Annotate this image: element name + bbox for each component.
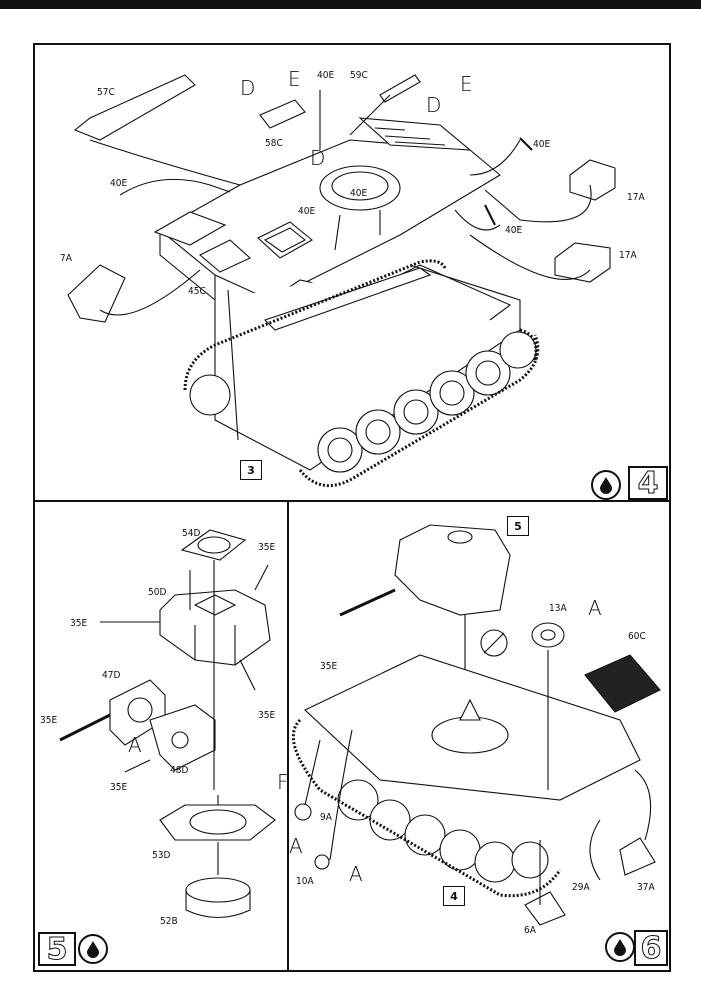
part-label-54d: 54D	[182, 528, 201, 539]
part-label-6a: 6A	[524, 925, 536, 936]
part-label-29a: 29A	[572, 882, 590, 893]
part-label-57c: 57C	[97, 87, 115, 98]
step-number-6: 6	[634, 930, 668, 966]
part-label-10a: 10A	[296, 876, 314, 887]
step-number-5: 5	[38, 931, 76, 967]
step-reference-3: 3	[240, 460, 262, 480]
part-label-35e: 35E	[258, 710, 276, 721]
part-label-45c: 45C	[188, 286, 206, 297]
part-17a-top	[569, 159, 616, 201]
part-label-f: F	[277, 770, 289, 794]
part-label-53d: 53D	[152, 850, 171, 861]
glue-drop-icon	[78, 934, 108, 964]
step-reference-5: 5	[507, 516, 529, 536]
turret-parts-drawing	[59, 529, 276, 918]
top-border	[0, 0, 701, 9]
part-label-59c: 59C	[350, 70, 368, 81]
part-57c	[73, 74, 196, 141]
part-label-d: D	[240, 76, 256, 100]
part-label-a: A	[349, 862, 363, 886]
step-5-panel	[33, 500, 287, 972]
part-label-17a: 17A	[627, 192, 645, 203]
part-label-48d: 48D	[170, 765, 189, 776]
part-label-58c: 58C	[265, 138, 283, 149]
part-label-40e: 40E	[350, 188, 368, 199]
glue-drop-icon	[605, 932, 635, 962]
part-label-35e: 35E	[110, 782, 128, 793]
part-17a-bottom	[554, 242, 611, 283]
part-label-40e: 40E	[317, 70, 335, 81]
part-label-52b: 52B	[160, 916, 178, 927]
glue-drop-icon	[591, 470, 621, 500]
tank-hull-drawing	[67, 74, 616, 488]
part-label-d: D	[310, 146, 326, 170]
part-label-e: E	[460, 72, 473, 96]
part-label-40e: 40E	[110, 178, 128, 189]
part-label-35e: 35E	[70, 618, 88, 629]
road-wheels	[189, 331, 537, 473]
part-label-40e: 40E	[505, 225, 523, 236]
part-label-9a: 9A	[320, 812, 332, 823]
part-7a	[67, 264, 126, 323]
part-label-37a: 37A	[637, 882, 655, 893]
part-label-35e: 35E	[258, 542, 276, 553]
part-label-40e: 40E	[298, 206, 316, 217]
final-assembly-drawing	[291, 524, 661, 926]
part-label-17a: 17A	[619, 250, 637, 261]
part-label-40e: 40E	[533, 139, 551, 150]
part-label-35e: 35E	[320, 661, 338, 672]
part-label-a: A	[588, 596, 602, 620]
step-number-4: 4	[628, 465, 668, 501]
part-label-47d: 47D	[102, 670, 121, 681]
part-label-50d: 50D	[148, 587, 167, 598]
part-label-a: A	[289, 834, 303, 858]
part-label-7a: 7A	[60, 253, 72, 264]
part-label-a: A	[128, 733, 142, 757]
step-reference-4: 4	[443, 886, 465, 906]
part-label-35e: 35E	[40, 715, 58, 726]
part-label-e: E	[288, 67, 301, 91]
step-6-panel	[287, 500, 671, 972]
part-label-13a: 13A	[549, 603, 567, 614]
part-label-d: D	[426, 93, 442, 117]
part-label-60c: 60C	[628, 631, 646, 642]
